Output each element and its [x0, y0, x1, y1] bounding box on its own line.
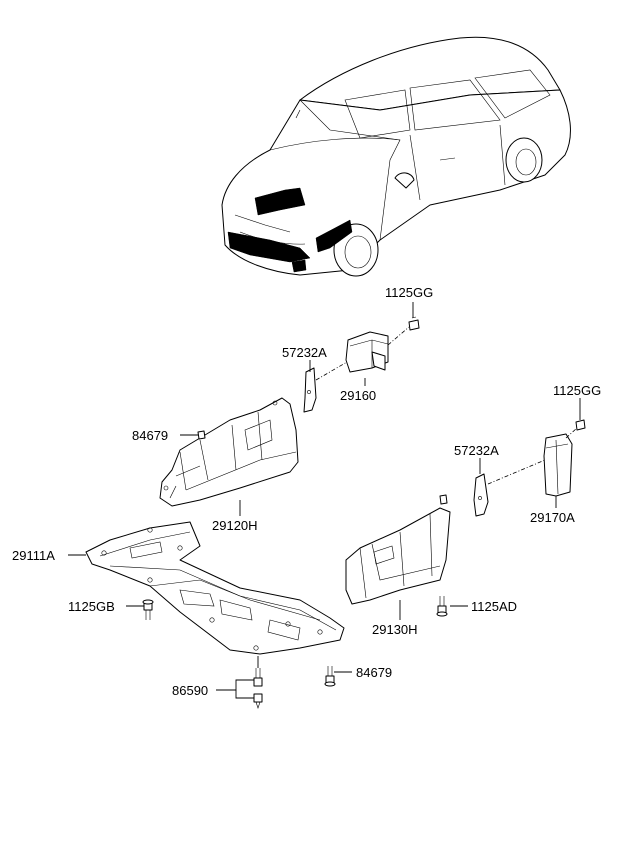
- part-29111A-under-cover: [85, 521, 345, 655]
- part-29120H-splash-shield: [159, 397, 299, 507]
- leader-57232A-right: [487, 459, 546, 485]
- label-1125GG-top: 1125GG: [385, 285, 433, 300]
- label-57232A-right: 57232A: [454, 443, 499, 458]
- label-1125AD: 1125AD: [471, 599, 517, 614]
- label-1125GG-right: 1125GG: [553, 383, 601, 398]
- label-57232A-left: 57232A: [282, 345, 327, 360]
- bolt-1125AD: [436, 596, 448, 617]
- clip-84679-top: [197, 430, 206, 440]
- part-29170A-bracket: [543, 433, 573, 497]
- bolt-1125GB: [142, 599, 154, 620]
- part-57232A-right: [473, 473, 489, 517]
- label-29120H: 29120H: [212, 518, 258, 533]
- label-29130H: 29130H: [372, 622, 418, 637]
- label-1125GB: 1125GB: [68, 599, 115, 614]
- clip-29130H-top: [439, 494, 448, 505]
- part-labels: 1125GG 57232A 29160 84679 29120H 1125GG …: [12, 285, 601, 698]
- leader-29170A-bolt: [565, 427, 578, 439]
- clips-86590: [253, 668, 263, 709]
- bolt-1125GG-right: [575, 419, 586, 431]
- leader-29160-bolt: [387, 326, 410, 346]
- label-29111A: 29111A: [12, 548, 55, 563]
- leader-57232A-left: [315, 361, 348, 381]
- bolt-84679-bottom: [324, 666, 336, 687]
- part-29160-bracket: [345, 331, 389, 373]
- bolt-1125GG-top: [408, 316, 420, 331]
- leader-lines: [68, 302, 581, 699]
- label-84679-bottom: 84679: [356, 665, 392, 680]
- part-29130H-side-shield: [345, 497, 451, 605]
- label-84679-top: 84679: [132, 428, 168, 443]
- part-57232A-left: [303, 367, 317, 413]
- label-86590: 86590: [172, 683, 208, 698]
- label-29170A: 29170A: [530, 510, 575, 525]
- car-illustration: [221, 36, 571, 277]
- label-29160: 29160: [340, 388, 376, 403]
